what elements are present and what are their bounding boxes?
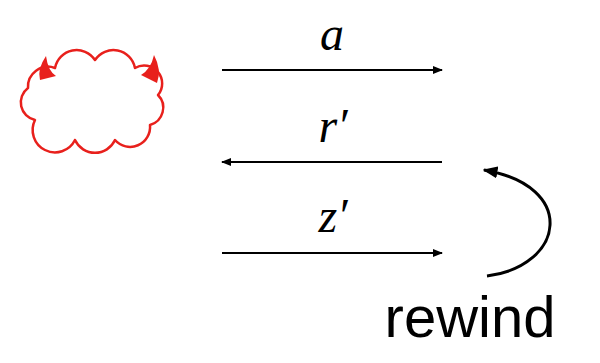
rewind-label: rewind [385, 284, 556, 351]
message-label: z′ [318, 188, 347, 243]
message-label: r′ [318, 98, 347, 153]
devil-horn [141, 55, 159, 83]
message-arrow [222, 161, 442, 163]
rewind-arrow [484, 170, 550, 276]
message-label: a [320, 6, 344, 61]
message-arrow [222, 252, 442, 254]
adversary-cloud [21, 50, 163, 153]
devil-horn [39, 56, 56, 80]
message-arrow [222, 69, 442, 71]
